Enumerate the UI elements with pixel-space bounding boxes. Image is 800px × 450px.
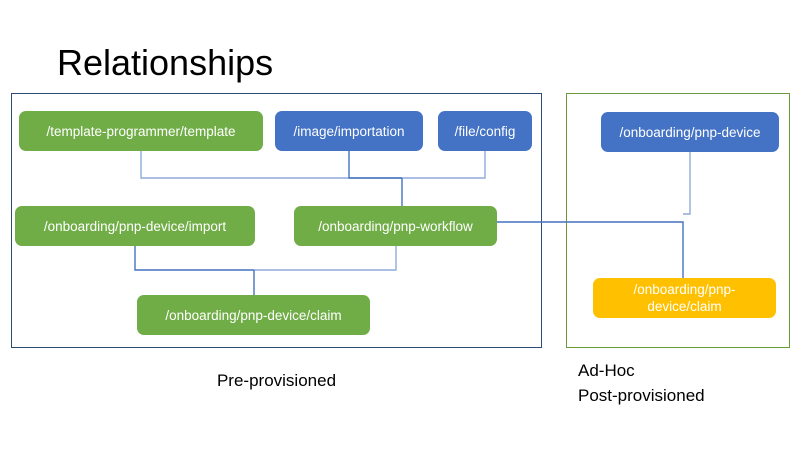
node-file-config[interactable]: /file/config xyxy=(438,111,532,151)
node-onboarding-pnp-device-import[interactable]: /onboarding/pnp-device/import xyxy=(15,206,255,246)
node-image-importation[interactable]: /image/importation xyxy=(275,111,423,151)
node-onboarding-pnp-workflow[interactable]: /onboarding/pnp-workflow xyxy=(294,206,497,246)
caption-pre-provisioned: Pre-provisioned xyxy=(216,371,337,390)
node-onboarding-pnp-device[interactable]: /onboarding/pnp-device xyxy=(601,112,779,152)
node-template-programmer-template[interactable]: /template-programmer/template xyxy=(19,111,263,151)
page-title: Relationships xyxy=(57,42,274,83)
node-onboarding-pnp-device-claim[interactable]: /onboarding/pnp-device/claim xyxy=(137,295,370,335)
group-frame-ad-hoc xyxy=(566,93,790,348)
group-frame-pre-provisioned xyxy=(11,93,542,348)
node-adhoc-onboarding-pnp-device-claim[interactable]: /onboarding/pnp-device/claim xyxy=(593,278,776,318)
caption-ad-hoc-post-provisioned: Ad-Hoc Post-provisioned xyxy=(578,361,705,405)
